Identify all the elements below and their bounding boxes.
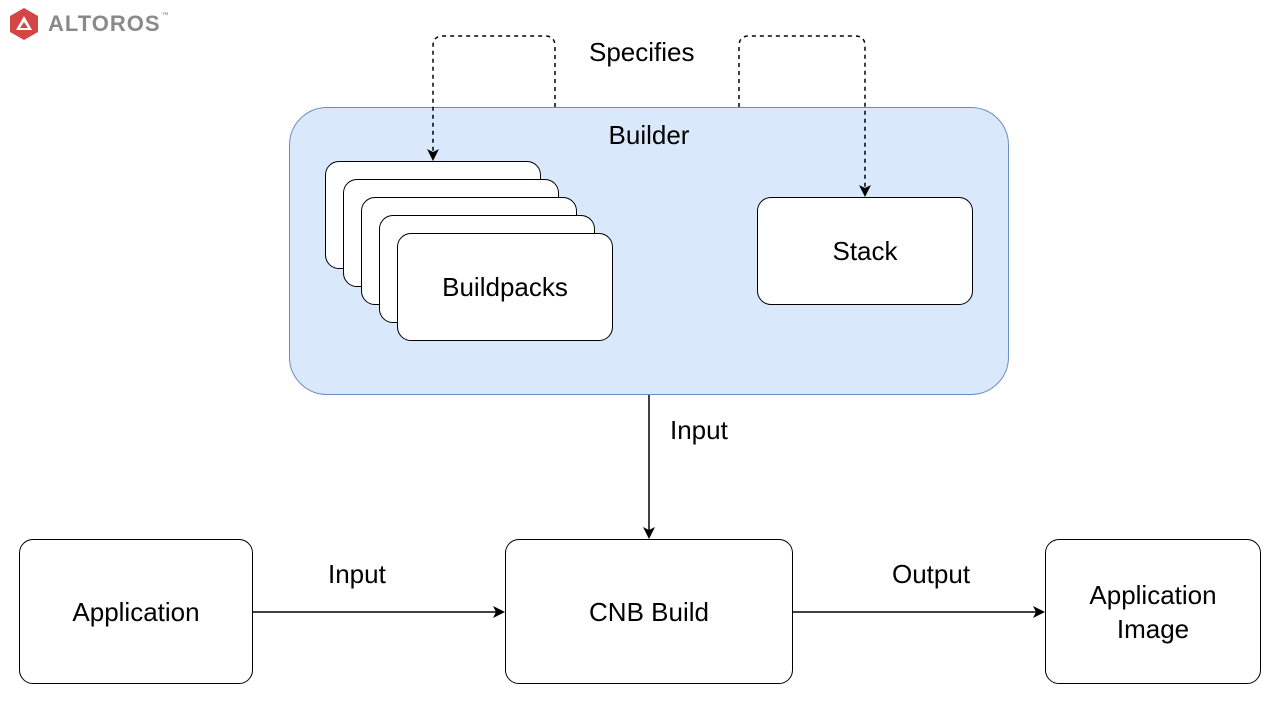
- altoros-logo-icon: [10, 8, 38, 40]
- application-image-label-line2: Image: [1116, 613, 1190, 644]
- altoros-logo: ALTOROS ™: [6, 6, 169, 42]
- specifies-label: Specifies: [589, 37, 695, 67]
- application-image-label-line1: Application: [1089, 579, 1217, 610]
- buildpacks-node: Buildpacks: [397, 233, 613, 341]
- application-node: Application: [19, 539, 253, 684]
- application-image-node: Application Image: [1045, 539, 1261, 684]
- buildpacks-label: Buildpacks: [442, 272, 568, 302]
- stack-node: Stack: [757, 197, 973, 305]
- application-label: Application: [72, 596, 200, 627]
- altoros-logo-trademark: ™: [161, 12, 169, 19]
- stack-label: Stack: [832, 236, 898, 266]
- cnb-build-node: CNB Build: [505, 539, 793, 684]
- altoros-logo-text: ALTOROS: [48, 11, 161, 36]
- cnb-build-label: CNB Build: [589, 596, 709, 627]
- application-input-label: Input: [328, 559, 386, 589]
- builder-input-label: Input: [670, 415, 728, 445]
- builder-title: Builder: [608, 120, 690, 150]
- output-label: Output: [892, 559, 971, 589]
